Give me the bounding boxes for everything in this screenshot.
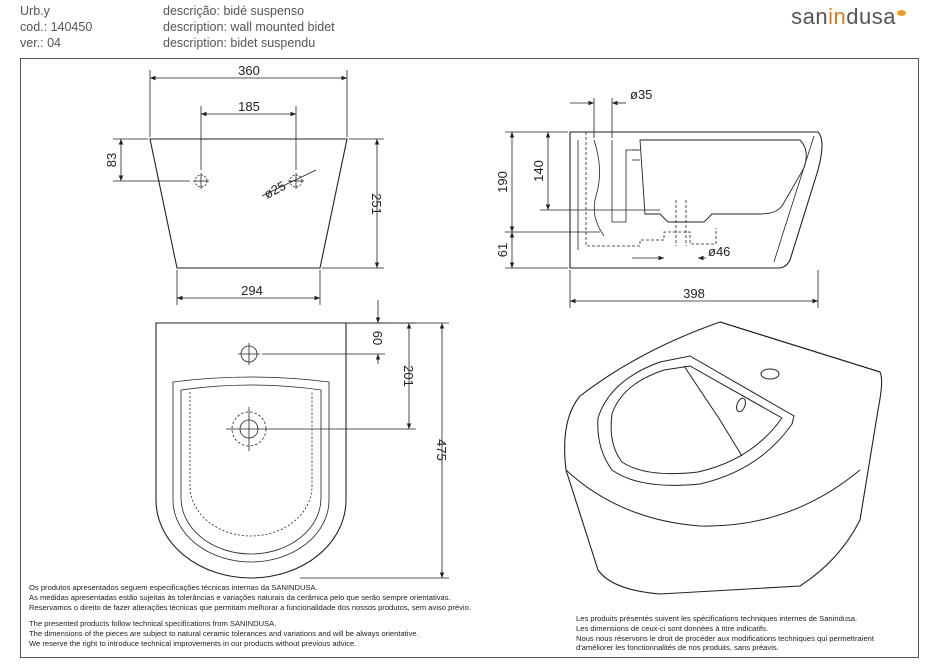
dim-side-140: 140	[531, 160, 546, 182]
note-line: Les produits présentés suivent les spéci…	[576, 614, 858, 623]
description-pt: descrição: bidé suspenso	[163, 4, 305, 18]
dim-side-depth: 398	[683, 286, 705, 301]
side-section	[505, 98, 823, 308]
dim-tap-offset: 60	[370, 331, 385, 345]
description-fr: description: bidet suspendu	[163, 36, 316, 50]
note-line: We reserve the right to introduce techni…	[29, 638, 357, 648]
note-line: Les dimensions de ceux-ci sont données à…	[576, 623, 769, 633]
note-line: As medidas apresentadas estão sujeitas à…	[29, 592, 451, 602]
notes-portuguese: Os produtos apresentados seguem especifi…	[29, 583, 471, 612]
description-en: description: wall mounted bidet	[163, 20, 335, 34]
notes-french: Les produits présentés suivent les spéci…	[576, 614, 874, 653]
dim-top-hole: ø35	[630, 87, 652, 102]
product-version: ver.: 04	[20, 36, 61, 50]
product-descriptions: descrição: bidé suspenso description: wa…	[163, 3, 335, 51]
drawing-frame	[20, 58, 919, 658]
notes-english: The presented products follow technical …	[29, 619, 419, 648]
dim-front-height: 251	[369, 193, 384, 215]
dim-hole-diameter: ø25	[261, 178, 288, 202]
note-line: The dimensions of the pieces are subject…	[29, 628, 419, 638]
logo-dot-icon	[897, 10, 906, 16]
product-name: Urb.y	[20, 4, 50, 18]
product-meta: Urb.y cod.: 140450 ver.: 04	[20, 3, 92, 51]
brand-logo: sanindusa	[791, 4, 906, 30]
note-line: Os produtos apresentados seguem especifi…	[29, 583, 318, 592]
logo-text-left: san	[791, 4, 829, 29]
front-view	[113, 70, 384, 305]
top-view	[155, 300, 449, 579]
note-line: d'améliorer les fonctionnalités de nos p…	[576, 643, 779, 653]
dim-drain-offset: 201	[401, 365, 416, 387]
note-line: The presented products follow technical …	[29, 619, 277, 628]
dim-side-61: 61	[495, 243, 510, 257]
dim-hole-height: 83	[104, 153, 119, 167]
dim-top-length: 475	[434, 439, 449, 461]
note-line: Reservamos o direito de fazer alterações…	[29, 602, 471, 612]
dim-hole-spacing: 185	[238, 99, 260, 114]
perspective-view	[564, 321, 883, 595]
dim-drain: ø46	[708, 244, 730, 259]
dim-front-bottom-width: 294	[241, 283, 263, 298]
product-code: cod.: 140450	[20, 20, 93, 34]
logo-text-accent: in	[828, 4, 847, 29]
dim-side-190: 190	[495, 171, 510, 193]
note-line: Nous nous réservons le droit de procéder…	[576, 633, 875, 643]
logo-text-right: dusa	[846, 4, 896, 29]
dim-front-top-width: 360	[238, 63, 260, 78]
